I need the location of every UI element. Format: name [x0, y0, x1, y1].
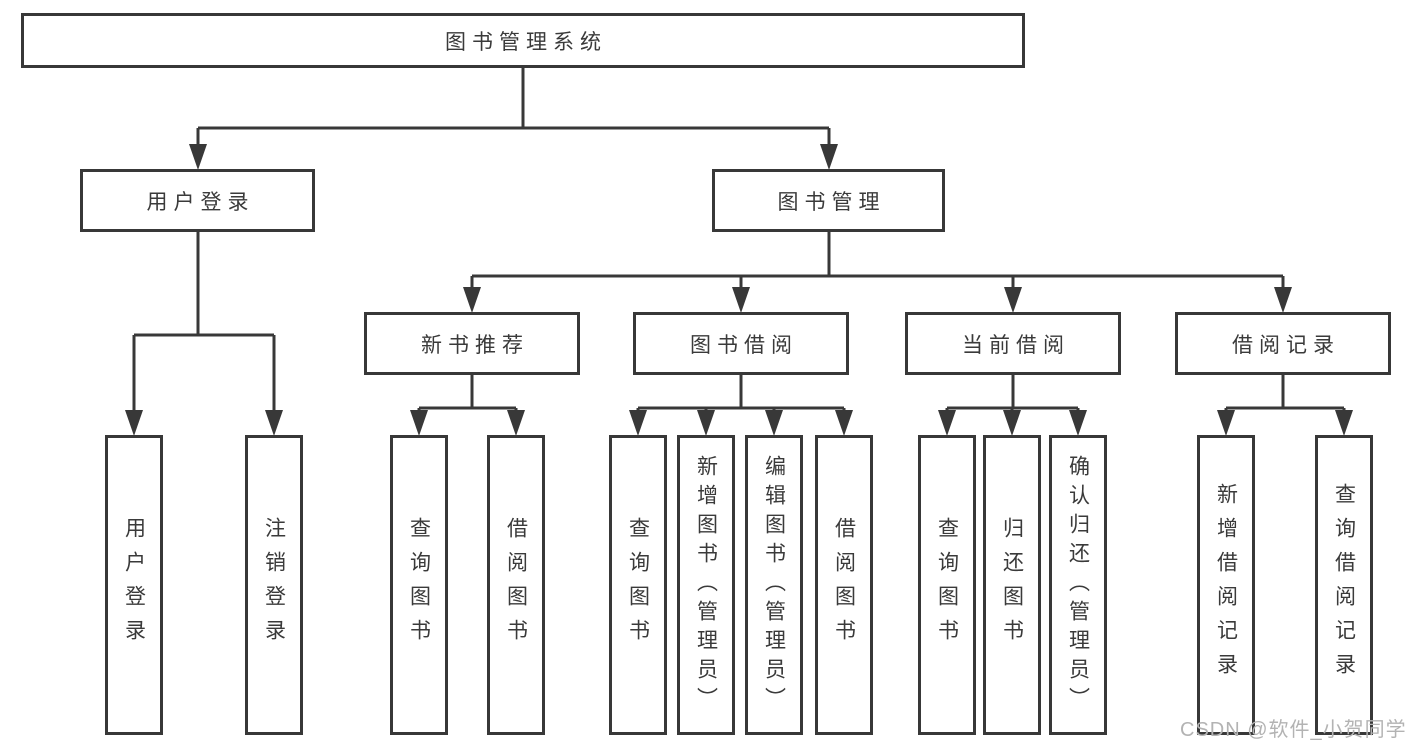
- leaf-user-login: 用户登录: [105, 435, 163, 735]
- leaf-query-books-borrow: 查询图书: [609, 435, 667, 735]
- node-label: 借阅记录: [1232, 333, 1340, 357]
- leaf-label: 查询借阅记录: [1332, 483, 1356, 687]
- leaf-label: 借阅图书: [504, 517, 528, 653]
- watermark: CSDN @软件_小贺同学: [1180, 719, 1405, 741]
- leaf-label: 确认归还（管理员）: [1066, 454, 1090, 716]
- node-label: 新书推荐: [421, 333, 529, 357]
- node-label: 当前借阅: [962, 333, 1070, 357]
- leaf-borrow-books-recommend: 借阅图书: [487, 435, 545, 735]
- leaf-label: 新增图书（管理员）: [694, 454, 718, 716]
- leaf-logout: 注销登录: [245, 435, 303, 735]
- leaf-edit-books-admin: 编辑图书（管理员）: [745, 435, 803, 735]
- leaf-label: 借阅图书: [832, 517, 856, 653]
- leaf-query-books-recommend: 查询图书: [390, 435, 448, 735]
- leaf-confirm-return-admin: 确认归还（管理员）: [1049, 435, 1107, 735]
- leaf-borrow-books: 借阅图书: [815, 435, 873, 735]
- leaf-query-books-current: 查询图书: [918, 435, 976, 735]
- leaf-return-books: 归还图书: [983, 435, 1041, 735]
- node-current-borrow: 当前借阅: [905, 312, 1121, 375]
- root-label: 图书管理系统: [445, 30, 607, 54]
- arrowhead-icons: [125, 144, 1353, 436]
- node-user-login: 用户登录: [80, 169, 315, 232]
- node-borrow-records: 借阅记录: [1175, 312, 1391, 375]
- leaf-label: 查询图书: [407, 517, 431, 653]
- leaf-label: 新增借阅记录: [1214, 483, 1238, 687]
- node-label: 用户登录: [146, 190, 255, 214]
- leaf-label: 归还图书: [1000, 517, 1024, 653]
- leaf-add-books-admin: 新增图书（管理员）: [677, 435, 735, 735]
- node-root: 图书管理系统: [21, 13, 1025, 68]
- node-label: 图书管理: [777, 190, 886, 214]
- leaf-label: 编辑图书（管理员）: [762, 454, 786, 716]
- node-book-borrow: 图书借阅: [633, 312, 849, 375]
- leaf-label: 注销登录: [262, 517, 286, 653]
- node-label: 图书借阅: [690, 333, 798, 357]
- node-new-book-recommend: 新书推荐: [364, 312, 580, 375]
- leaf-query-borrow-record: 查询借阅记录: [1315, 435, 1373, 735]
- leaf-label: 查询图书: [626, 517, 650, 653]
- leaf-label: 用户登录: [122, 517, 146, 653]
- leaf-label: 查询图书: [935, 517, 959, 653]
- node-book-management: 图书管理: [712, 169, 945, 232]
- leaf-add-borrow-record: 新增借阅记录: [1197, 435, 1255, 735]
